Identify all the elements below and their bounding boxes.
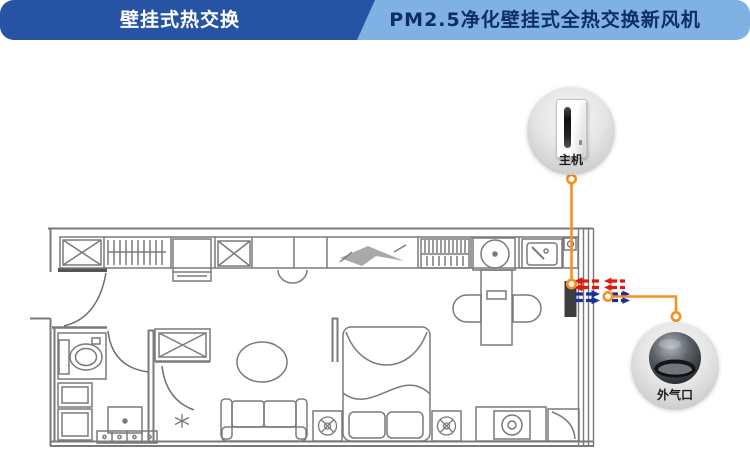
main-unit-image	[556, 99, 587, 158]
main-unit-display-stripe	[564, 107, 571, 148]
plan-cabinet-band	[59, 236, 579, 284]
main-unit-button	[579, 140, 582, 145]
plan-bathroom	[57, 332, 158, 444]
outdoor-vent-label: 外气口	[656, 388, 693, 402]
supply-air-arrows	[574, 277, 625, 292]
header-right-title: PM2.5净化壁挂式全热交换新风机	[389, 9, 701, 31]
header-left-title: 壁挂式热交换	[119, 9, 240, 31]
wall-unit-marker	[564, 281, 577, 317]
connector-outdoor-vent	[608, 295, 678, 322]
main-unit-label: 主机	[558, 153, 583, 167]
diffuser-icon	[317, 416, 338, 436]
airplane-icon	[340, 246, 404, 266]
header-left-tab	[0, 0, 375, 40]
outdoor-vent-image	[649, 332, 701, 384]
plan-doors	[58, 268, 195, 411]
outdoor-vent-callout: 外气口	[631, 322, 719, 410]
main-unit-callout: 主机	[527, 87, 615, 175]
diffuser-icon	[436, 416, 457, 436]
header-bar: 壁挂式热交换 PM2.5净化壁挂式全热交换新风机	[0, 0, 750, 40]
plan-furniture	[154, 269, 580, 442]
